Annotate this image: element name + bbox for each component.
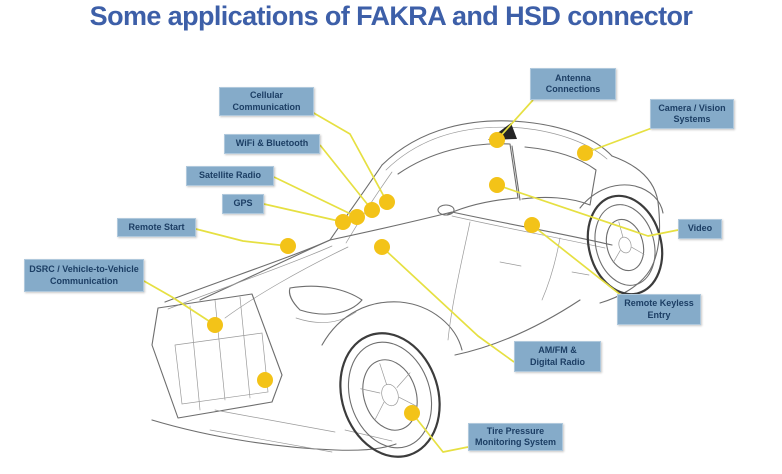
leader-line-camera-vision-systems	[584, 127, 653, 154]
connection-dot-amfm-digital-radio	[374, 239, 390, 255]
callout-cellular-communication: Cellular Communication	[219, 87, 314, 116]
callout-camera-vision-systems: Camera / Vision Systems	[650, 99, 734, 129]
leader-line-cellular-communication	[311, 111, 388, 203]
leader-line-video	[496, 184, 679, 237]
connection-dot-dsrc-v2v-communication	[207, 317, 223, 333]
connection-dot-remote-keyless-entry	[524, 217, 540, 233]
callout-antenna-connections: Antenna Connections	[530, 68, 616, 100]
connection-dot-camera-vision-systems	[577, 145, 593, 161]
connection-dot-remote-start	[280, 238, 296, 254]
connection-dot-wifi-bluetooth	[364, 202, 380, 218]
leader-line-remote-start	[195, 228, 289, 247]
leader-line-amfm-digital-radio	[381, 246, 515, 363]
connection-dot-antenna-connections	[489, 132, 505, 148]
callout-wifi-bluetooth: WiFi & Bluetooth	[224, 134, 320, 154]
callout-gps: GPS	[222, 194, 264, 214]
connection-dot-satellite-radio	[349, 209, 365, 225]
callout-satellite-radio: Satellite Radio	[186, 166, 274, 186]
connection-dot-tire-pressure-monitoring	[404, 405, 420, 421]
callout-amfm-digital-radio: AM/FM & Digital Radio	[514, 341, 601, 372]
leader-line-gps	[263, 203, 344, 223]
leader-line-tire-pressure-monitoring	[411, 412, 469, 453]
leader-line-satellite-radio	[273, 176, 358, 218]
page-title: Some applications of FAKRA and HSD conne…	[89, 1, 693, 31]
callout-dsrc-v2v-communication: DSRC / Vehicle-to-Vehicle Communication	[24, 259, 144, 292]
leader-line-remote-keyless-entry	[531, 224, 623, 297]
callout-tire-pressure-monitoring: Tire Pressure Monitoring System	[468, 423, 563, 451]
connection-dot-video	[489, 177, 505, 193]
callout-video: Video	[678, 219, 722, 239]
connection-dot-cellular-communication	[379, 194, 395, 210]
leader-line-antenna-connections	[496, 99, 534, 141]
callout-remote-start: Remote Start	[117, 218, 196, 237]
leader-line-wifi-bluetooth	[319, 144, 373, 211]
connection-dot-gps	[335, 214, 351, 230]
leader-line-dsrc-v2v-communication	[143, 280, 216, 326]
connection-dot-front-bumper-sensor	[257, 372, 273, 388]
callout-remote-keyless-entry: Remote Keyless Entry	[617, 294, 701, 325]
